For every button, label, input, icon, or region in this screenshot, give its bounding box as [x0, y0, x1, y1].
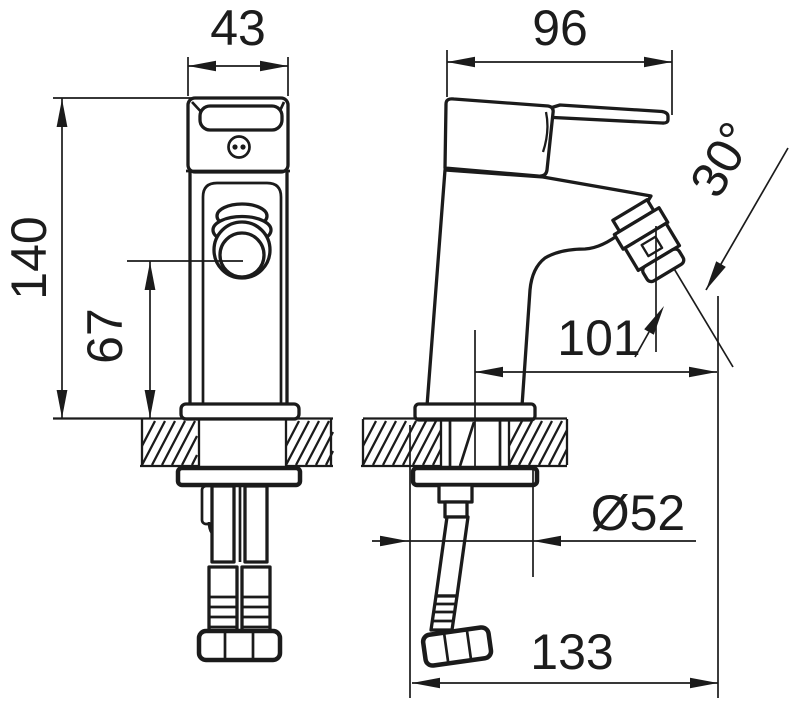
temp-indicator-icon	[227, 135, 251, 159]
dim-label-67: 67	[77, 308, 133, 364]
side-view	[410, 97, 734, 668]
front-body-panel	[201, 181, 283, 406]
front-counter-hatch-left	[140, 420, 199, 466]
dim-43-arrow-left	[188, 60, 216, 72]
aerator-tip	[641, 247, 686, 284]
dimension-101: 101	[474, 296, 719, 698]
front-under-counter	[175, 420, 303, 663]
dimension-140: 140	[1, 97, 192, 418]
dim-30-arrow-tail	[634, 331, 650, 358]
dim-label-101: 101	[557, 310, 640, 366]
side-hex-nut	[420, 625, 494, 668]
dim-96-lines	[446, 50, 673, 115]
dim-101-lines	[474, 296, 719, 698]
dimension-43: 43	[187, 0, 289, 96]
side-cap-detail-line	[541, 111, 549, 153]
side-shank-nub	[443, 500, 469, 519]
side-mount-washer	[410, 465, 540, 488]
dim-101-arrow-left	[475, 366, 503, 378]
dim-52-arrow-left	[380, 535, 408, 547]
front-body-sides	[188, 172, 289, 406]
front-aerator	[211, 202, 273, 280]
indicator-dot-left	[232, 144, 238, 150]
front-hose-left	[210, 484, 236, 564]
dim-140-arrow-top	[56, 99, 68, 127]
dim-43-lines	[187, 57, 289, 96]
dim-140-lines	[53, 97, 192, 418]
front-lever-end	[198, 104, 284, 132]
dim-133-arrow-right	[690, 677, 718, 689]
dimension-133: 133	[412, 624, 718, 689]
dim-43-arrow-right	[260, 60, 288, 72]
side-thread-bands	[433, 602, 456, 623]
indicator-dot-right	[240, 144, 246, 150]
side-lever-blade	[522, 103, 670, 125]
dim-67-arrow-top	[144, 262, 156, 290]
dim-67-arrow-bottom	[144, 390, 156, 418]
dimension-52: Ø52	[372, 425, 696, 698]
side-hex-nut-group	[420, 625, 494, 668]
aerator-inner-face	[218, 231, 266, 279]
side-handle-cap	[443, 97, 555, 178]
front-base-flange	[179, 402, 301, 421]
dim-52-arrow-right	[533, 535, 561, 547]
front-view	[175, 96, 303, 663]
front-thread-bands-right	[242, 595, 270, 629]
side-body	[425, 168, 653, 408]
front-shank-hole-edges	[197, 420, 288, 466]
front-thread-bands-left	[209, 595, 237, 629]
side-counter-edges	[361, 419, 569, 468]
side-hex-nut-facets	[442, 630, 473, 663]
side-shank-lines	[448, 420, 502, 468]
dim-label-52: Ø52	[591, 485, 686, 541]
front-mount-washer	[175, 465, 303, 488]
dim-140-arrow-bottom	[56, 390, 68, 418]
dim-label-140: 140	[1, 216, 57, 299]
side-counter-hatch-left	[361, 420, 443, 466]
dim-96-arrow-right	[644, 56, 672, 68]
dimension-96: 96	[446, 0, 673, 115]
dim-label-43: 43	[210, 0, 266, 56]
dim-label-30: 30°	[679, 113, 765, 206]
front-hose-right	[243, 484, 269, 564]
dim-96-arrow-left	[447, 56, 475, 68]
dim-67-lines	[127, 260, 243, 418]
side-counter-section	[361, 417, 569, 468]
front-counter-section	[53, 417, 335, 468]
dim-101-arrow-right	[689, 366, 717, 378]
dim-label-96: 96	[532, 0, 588, 56]
front-hex-nut-facets	[223, 632, 255, 659]
dimension-67: 67	[77, 260, 243, 418]
front-hose-fitting-right	[240, 565, 272, 633]
dim-30-arrow-upper	[706, 261, 726, 290]
side-aerator	[611, 198, 686, 284]
side-hose	[434, 515, 470, 598]
front-counter-hatch-right	[284, 420, 335, 466]
dim-30-arrow-lower	[644, 306, 664, 335]
dim-133-arrow-left	[412, 677, 440, 689]
front-counter-edges	[140, 419, 333, 468]
dim-label-133: 133	[530, 624, 613, 680]
side-counter-hatch-right	[507, 420, 569, 466]
front-hose-fitting-left	[207, 565, 239, 633]
front-hex-nut	[196, 628, 283, 663]
side-shank-fitting	[437, 483, 474, 504]
